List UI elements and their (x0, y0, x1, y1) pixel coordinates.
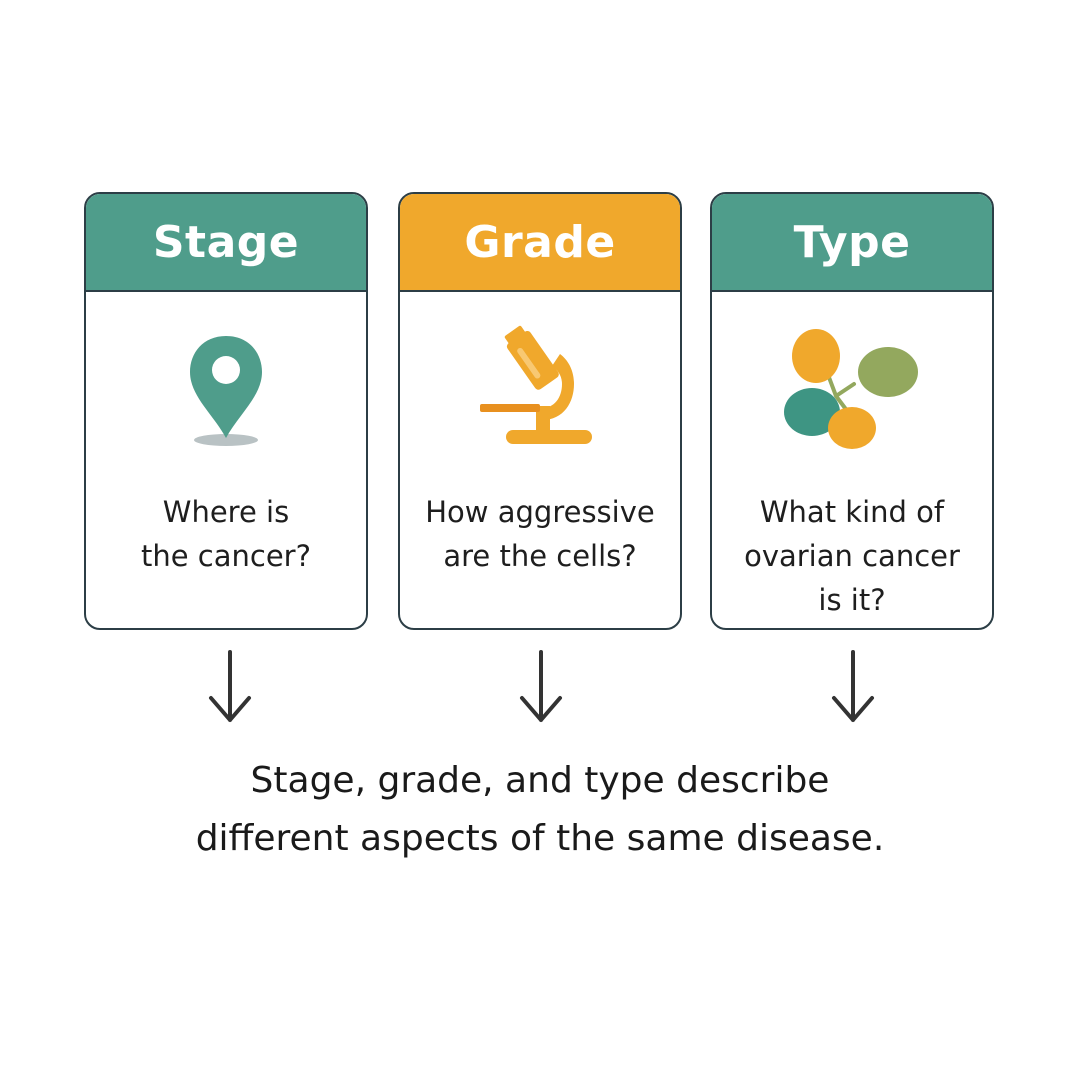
microscope-icon (400, 322, 680, 452)
card-type: Type What kind of ovarian cancer is it? (710, 192, 994, 630)
cells-icon (712, 322, 992, 452)
card-stage-text: Where is the cancer? (140, 495, 311, 573)
card-stage-header: Stage (86, 194, 366, 292)
card-type-title: Type (793, 216, 911, 268)
card-stage: Stage Where is the cancer? (84, 192, 368, 630)
card-type-header: Type (712, 194, 992, 292)
location-pin-icon (86, 322, 366, 452)
card-grade-header: Grade (400, 194, 680, 292)
summary-caption: Stage, grade, and type describe differen… (195, 760, 885, 859)
card-stage-title: Stage (152, 216, 300, 268)
card-grade-title: Grade (464, 216, 616, 268)
card-type-text: What kind of ovarian cancer is it? (744, 495, 960, 617)
down-arrow-icon (832, 650, 874, 722)
card-grade: Grade How aggressive are the cells? (398, 192, 682, 630)
down-arrow-icon (209, 650, 251, 722)
down-arrow-icon (520, 650, 562, 722)
card-grade-text: How aggressive are the cells? (425, 495, 655, 573)
